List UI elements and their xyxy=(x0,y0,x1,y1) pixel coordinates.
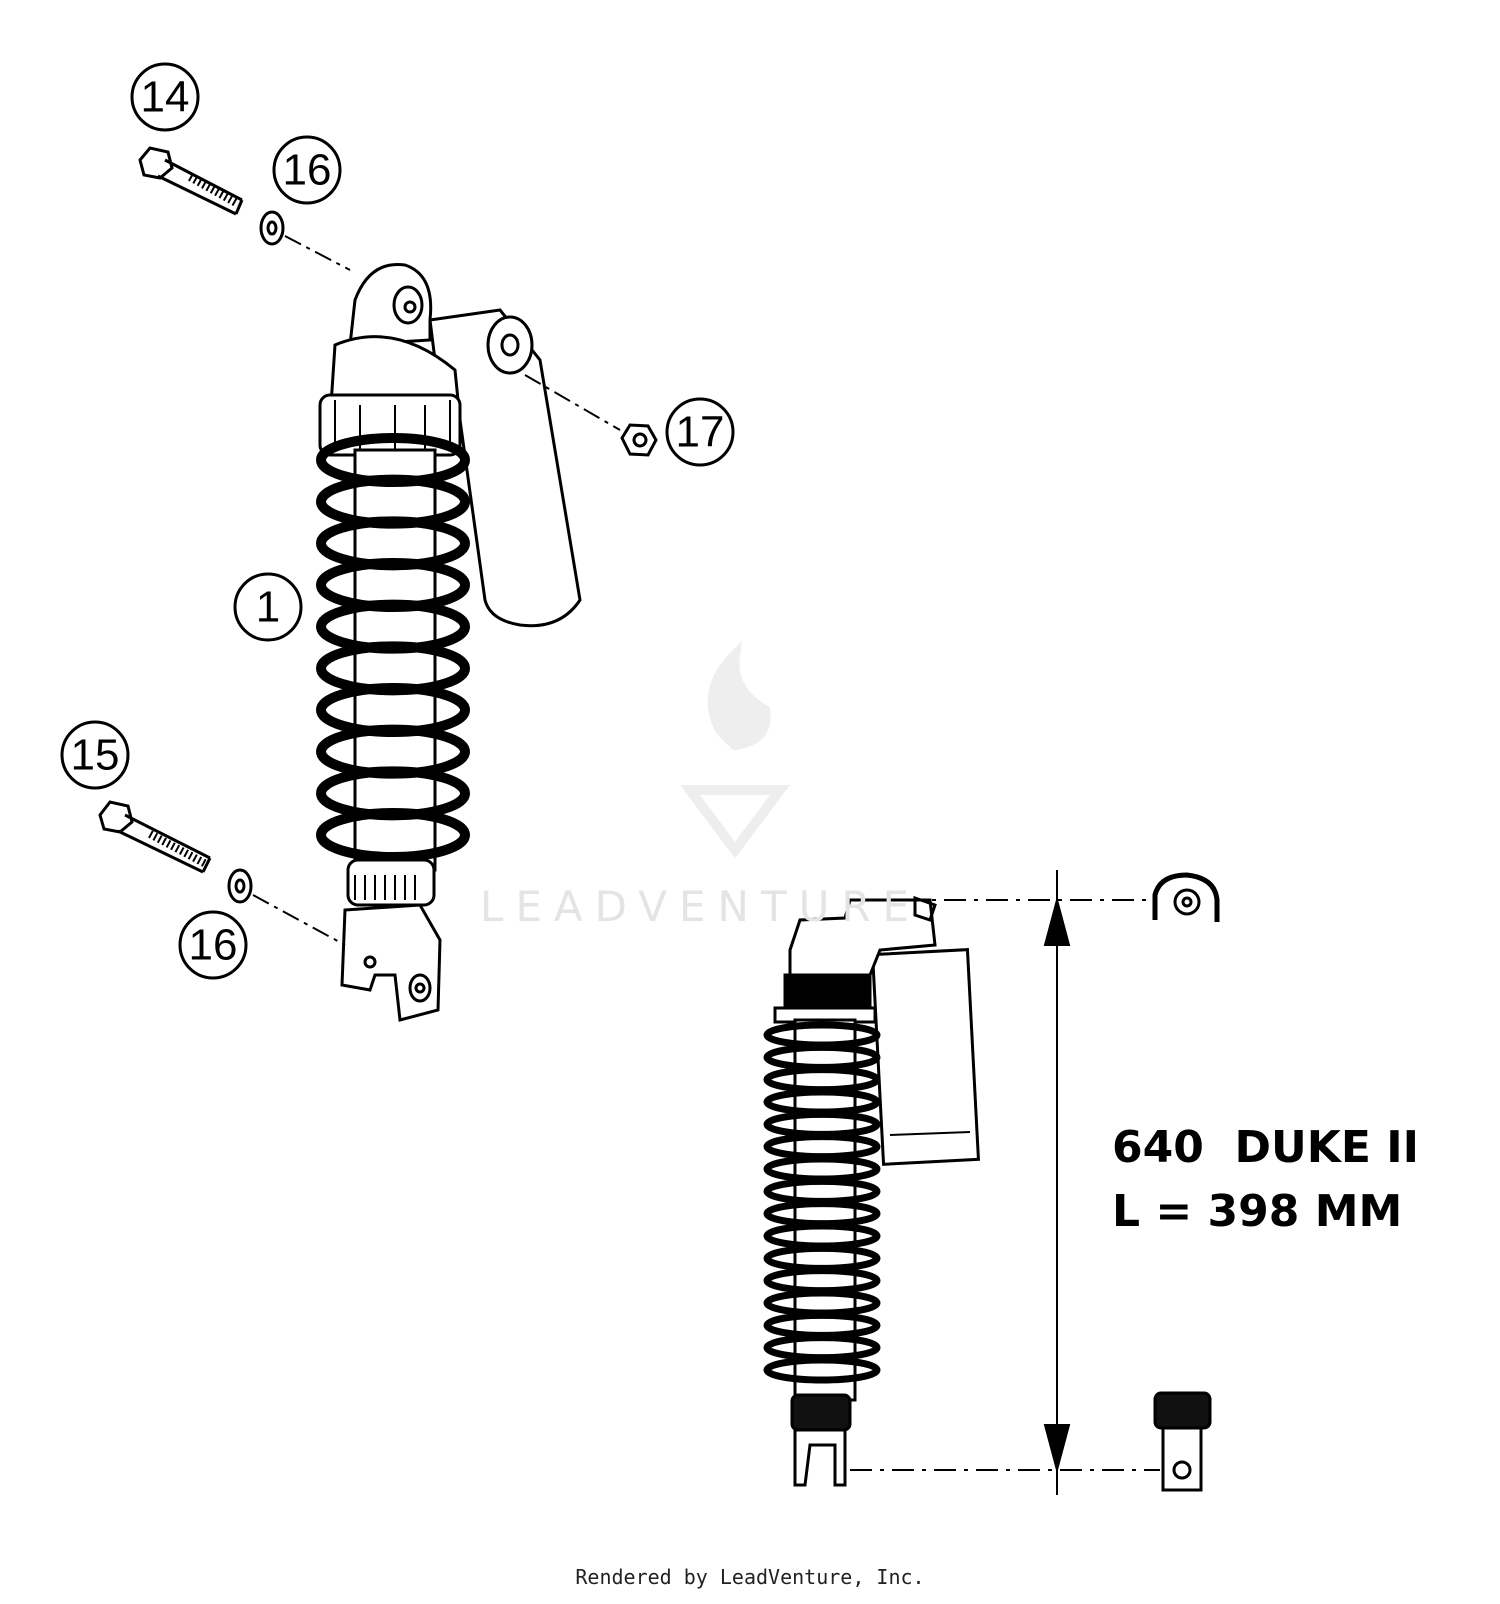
bolt-15 xyxy=(98,800,212,874)
bottom-clevis-end-view xyxy=(1153,1391,1212,1492)
arrow-down-icon xyxy=(1043,1424,1071,1474)
callout-14: 14 xyxy=(141,73,190,122)
model-label: 640 DUKE II xyxy=(1112,1122,1419,1173)
bolt-14 xyxy=(138,146,244,216)
shock-side-view xyxy=(763,895,981,1487)
axis-line-bottom xyxy=(252,894,346,946)
shock-absorber-1 xyxy=(316,262,582,1022)
callout-circle-14 xyxy=(130,62,200,132)
length-spec: L = 398 MM xyxy=(1112,1186,1403,1237)
dimension-line xyxy=(850,870,1160,1495)
callout-circle-16-top xyxy=(272,135,342,205)
callout-circle-17 xyxy=(665,397,735,467)
leadventure-logo-watermark xyxy=(680,640,790,859)
callout-circle-1 xyxy=(233,572,303,642)
arrow-up-icon xyxy=(1043,896,1071,946)
coil-spring xyxy=(316,433,470,862)
callout-circle-15 xyxy=(60,720,130,790)
spring-coil xyxy=(316,808,470,862)
nut-17 xyxy=(620,423,658,457)
coil-spring-side xyxy=(763,1021,881,1384)
callout-16-top: 16 xyxy=(283,146,332,195)
axis-line-top xyxy=(284,235,351,271)
top-eye-end-view xyxy=(1152,872,1220,922)
callout-17: 17 xyxy=(676,408,725,457)
callout-16-bottom: 16 xyxy=(189,921,238,970)
spring-coil xyxy=(763,1356,881,1384)
footer-credit: Rendered by LeadVenture, Inc. xyxy=(575,1565,925,1589)
callout-circles xyxy=(60,62,735,980)
washer-16-top xyxy=(259,210,285,246)
callout-circle-16-bottom xyxy=(178,910,248,980)
callout-15: 15 xyxy=(71,731,120,780)
callout-1: 1 xyxy=(256,583,280,632)
washer-16-bottom xyxy=(227,868,253,904)
